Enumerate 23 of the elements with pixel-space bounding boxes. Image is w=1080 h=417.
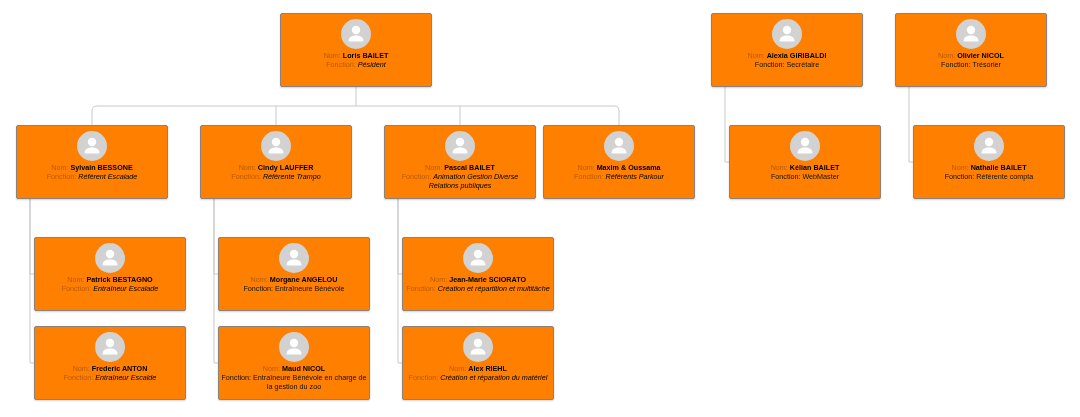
person-card (402, 326, 554, 400)
person-card (402, 237, 554, 311)
person-card (280, 13, 432, 87)
person-card (384, 125, 536, 199)
connector-line (613, 105, 620, 126)
connector-line (29, 198, 35, 364)
person-card (34, 326, 186, 400)
connector-line (908, 86, 914, 163)
person-card (895, 13, 1047, 87)
person-card (543, 125, 695, 199)
person-card (16, 125, 168, 199)
connector-line (397, 198, 403, 364)
connector-line (96, 86, 615, 107)
connector-line (724, 86, 730, 163)
person-card (200, 125, 352, 199)
connector-line (91, 105, 98, 126)
person-card (34, 237, 186, 311)
person-card (913, 125, 1065, 199)
person-card (729, 125, 881, 199)
connector-line (213, 198, 219, 364)
person-card (218, 237, 370, 311)
person-card (218, 326, 370, 400)
person-card (711, 13, 863, 87)
